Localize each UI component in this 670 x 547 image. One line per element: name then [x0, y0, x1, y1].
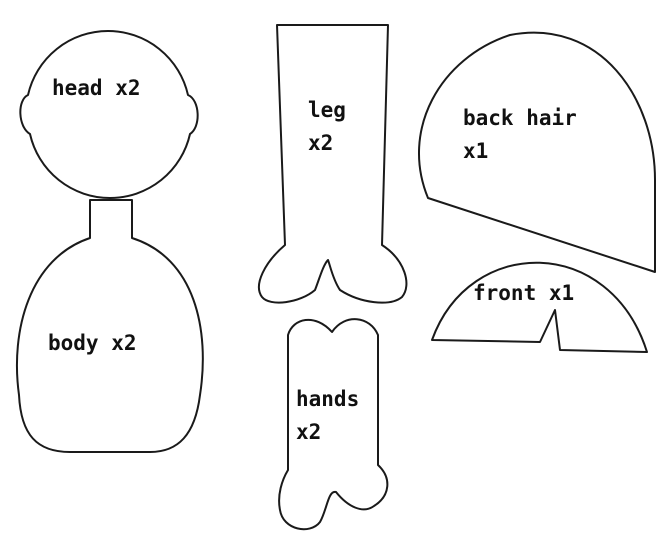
body-name: body: [48, 331, 99, 355]
back-hair-piece-outline: [418, 31, 656, 273]
hands-count: x2: [296, 420, 322, 444]
head-name: head: [52, 76, 103, 100]
head-piece-outline: [19, 30, 199, 199]
head-label: head x2: [52, 72, 141, 105]
back-hair-label: back hair x1: [463, 102, 577, 168]
leg-name: leg: [308, 98, 346, 122]
leg-label: leg x2: [308, 94, 346, 160]
body-label: body x2: [48, 327, 137, 360]
front-hair-piece-outline: [431, 261, 648, 353]
leg-count: x2: [308, 131, 334, 155]
front-name: front: [473, 281, 537, 305]
back-hair-count: x1: [463, 139, 489, 163]
back-hair-name: back hair: [463, 106, 577, 130]
head-count: x2: [115, 76, 141, 100]
body-piece-outline: [15, 199, 204, 453]
front-label: front x1: [473, 277, 574, 310]
hands-piece-outline: [278, 318, 389, 531]
front-count: x1: [548, 281, 575, 305]
hands-name: hands: [296, 387, 360, 411]
leg-piece-outline: [257, 24, 408, 304]
hands-label: hands x2: [296, 383, 359, 449]
body-count: x2: [111, 331, 137, 355]
